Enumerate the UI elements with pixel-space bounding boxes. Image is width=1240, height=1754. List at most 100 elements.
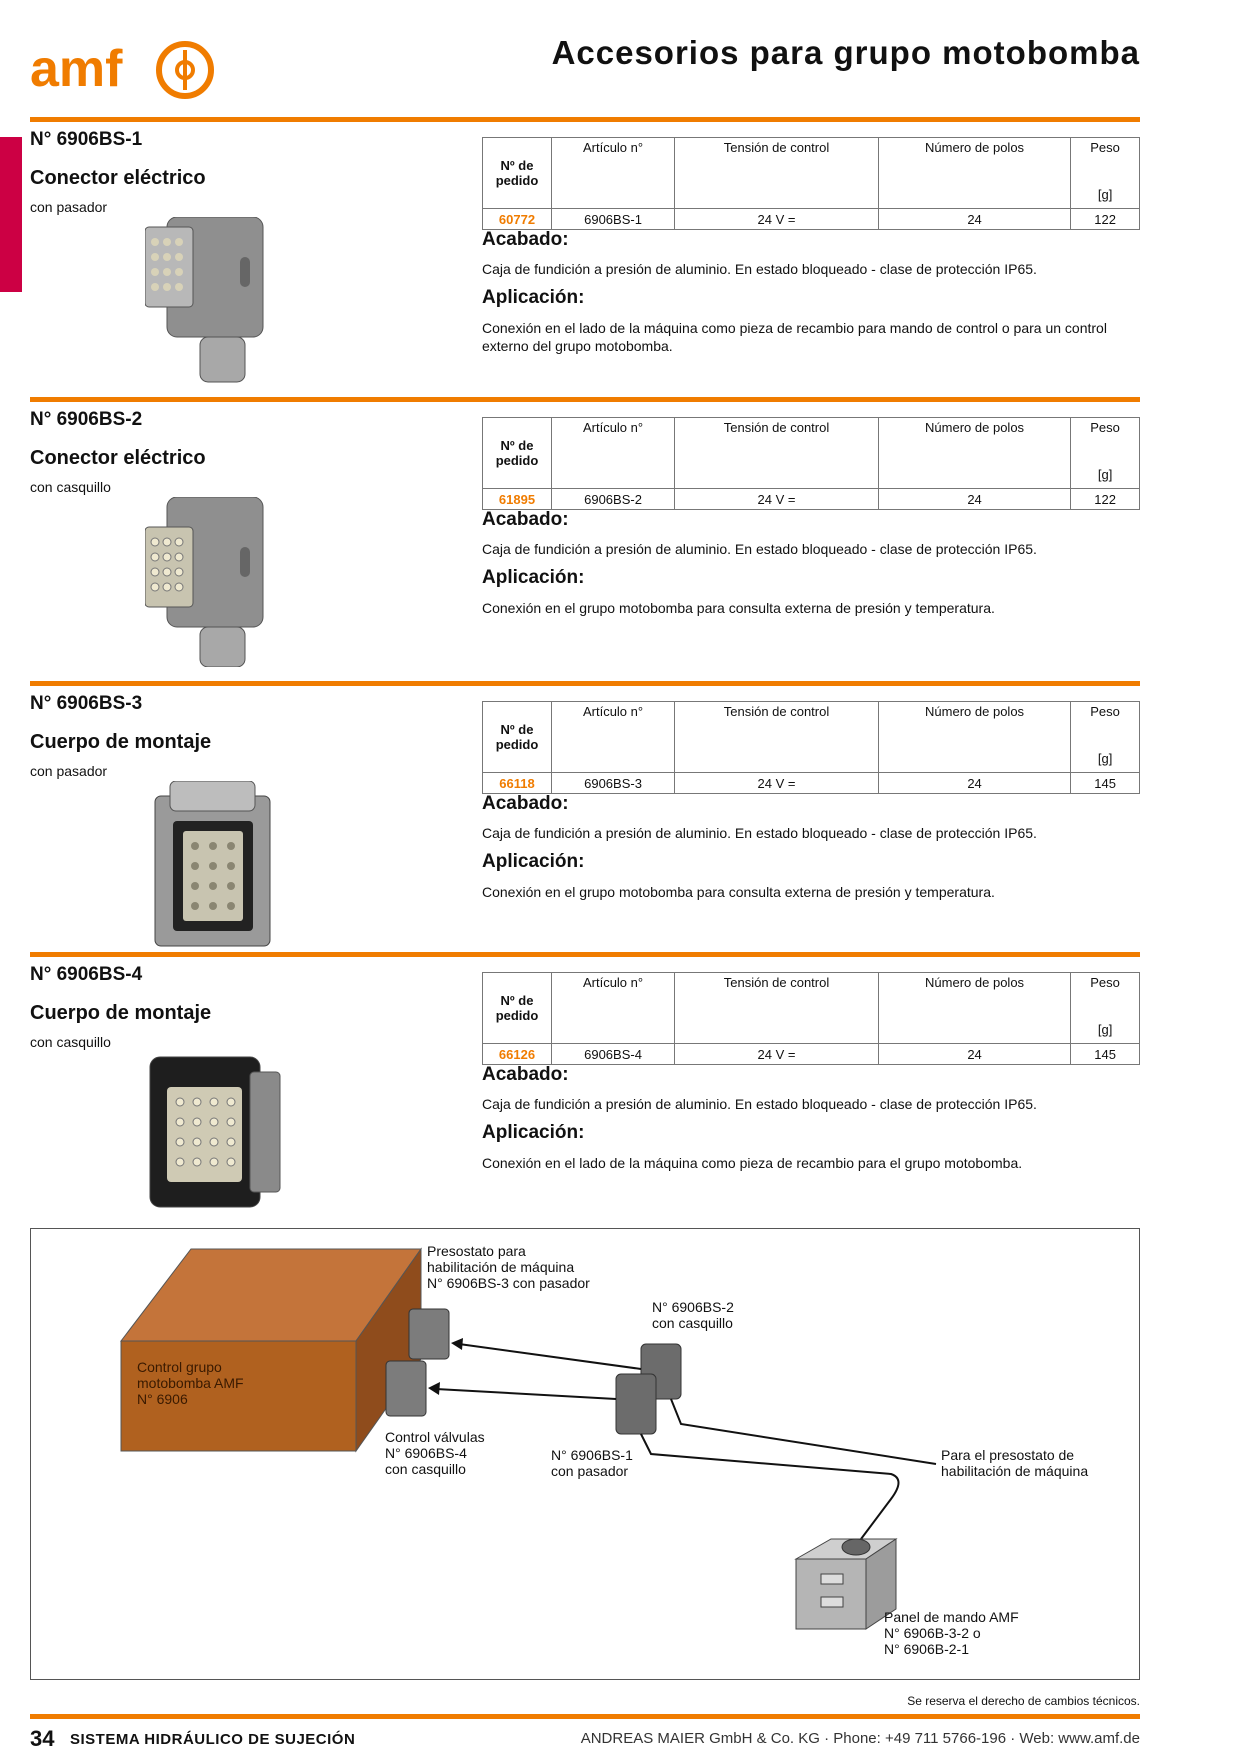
article-number: 6906BS-2 [550,488,676,510]
col-weight: Peso [g] [1070,137,1140,209]
col-article: Artículo n° [550,137,676,209]
side-tab-marker [0,137,22,292]
label-line: Control grupo [137,1359,222,1375]
col-order: Nº de pedido [482,137,552,209]
col-poles: Número de polos [877,701,1072,773]
product-number: N° 6906BS-4 [30,964,143,985]
product-number: N° 6906BS-2 [30,409,143,430]
finish-text: Caja de fundición a presión de aluminio.… [482,261,1037,277]
label-line: Panel de mando AMF [884,1609,1019,1625]
spec-table: Nº de pedido Artículo n° Tensión de cont… [482,137,1140,230]
product-title: Cuerpo de montaje [30,731,212,753]
spec-table: Nº de pedido Artículo n° Tensión de cont… [482,417,1140,510]
label-line: con pasador [551,1463,629,1479]
weight-unit: [g] [1097,467,1113,482]
label-line: N° 6906BS-3 con pasador [427,1275,590,1291]
weight-value: 145 [1070,772,1140,794]
col-article: Artículo n° [550,701,676,773]
col-voltage: Tensión de control [674,137,879,209]
pole-count: 24 [877,488,1072,510]
product-subtitle: con casquillo [30,1034,111,1050]
col-order: Nº de pedido [482,972,552,1044]
weight-unit: [g] [1097,187,1113,202]
article-number: 6906BS-4 [550,1043,676,1065]
order-number: 66118 [482,772,552,794]
product-title: Conector eléctrico [30,447,206,469]
page-number: 34 [30,1726,55,1751]
product-number: N° 6906BS-3 [30,693,143,714]
weight-unit: [g] [1097,1022,1113,1037]
label-line: habilitación de máquina [427,1259,575,1275]
label-control-grupo: Control grupo motobomba AMF N° 6906 [137,1359,244,1407]
spec-table: Nº de pedido Artículo n° Tensión de cont… [482,972,1140,1065]
table-header-row: Nº de pedido Artículo n° Tensión de cont… [482,701,1140,773]
mounting-housing-socket-image [149,1056,281,1208]
article-number: 6906BS-3 [550,772,676,794]
connector-socket-image [145,497,264,667]
section-divider [30,681,1140,686]
finish-text: Caja de fundición a presión de aluminio.… [482,541,1037,557]
bottom-divider [30,1714,1140,1719]
weight-value: 122 [1070,208,1140,230]
col-poles: Número de polos [877,137,1072,209]
label-panel-mando: Panel de mando AMF N° 6906B-3-2 o N° 690… [884,1609,1019,1657]
product-title: Cuerpo de montaje [30,1002,212,1024]
weight-unit: [g] [1097,751,1113,766]
label-line: N° 6906B-2-1 [884,1641,969,1657]
col-poles: Número de polos [877,417,1072,489]
col-weight: Peso [g] [1070,701,1140,773]
col-voltage: Tensión de control [674,701,879,773]
label-line: con casquillo [385,1461,466,1477]
label-line: Control válvulas [385,1429,485,1445]
finish-text: Caja de fundición a presión de aluminio.… [482,1096,1037,1112]
logo-text: amf [30,40,123,98]
application-heading: Aplicación: [482,287,585,308]
mounting-housing-pin-image [154,781,271,947]
page-title: Accesorios para grupo motobomba [551,34,1140,71]
application-text: Conexión en el grupo motobomba para cons… [482,884,995,900]
product-section-6906bs-3: N° 6906BS-3 Cuerpo de montaje con pasado… [30,681,1140,947]
label-line: habilitación de máquina [941,1463,1089,1479]
table-row: 66118 6906BS-3 24 V = 24 145 [482,772,1140,794]
product-section-6906bs-4: N° 6906BS-4 Cuerpo de montaje con casqui… [30,952,1140,1212]
label-line: N° 6906BS-1 [551,1447,633,1463]
col-voltage: Tensión de control [674,417,879,489]
application-text: Conexión en el lado de la máquina como p… [482,1155,1023,1171]
application-heading: Aplicación: [482,1122,585,1143]
order-number: 66126 [482,1043,552,1065]
finish-heading: Acabado: [482,509,569,530]
weight-label: Peso [1090,420,1120,435]
finish-heading: Acabado: [482,793,569,814]
product-title: Conector eléctrico [30,167,206,189]
control-voltage: 24 V = [674,772,879,794]
weight-label: Peso [1090,704,1120,719]
pole-count: 24 [877,1043,1072,1065]
col-poles: Número de polos [877,972,1072,1044]
table-header-row: Nº de pedido Artículo n° Tensión de cont… [482,972,1140,1044]
label-presostato: Presostato para habilitación de máquina … [427,1243,590,1291]
col-weight: Peso[g] [1070,972,1140,1044]
article-number: 6906BS-1 [550,208,676,230]
amf-logo: amf [30,40,220,100]
col-order: Nº de pedido [482,701,552,773]
label-para-presostato: Para el presostato de habilitación de má… [941,1447,1088,1479]
footer-note: Se reserva el derecho de cambios técnico… [907,1694,1140,1708]
weight-label: Peso [1090,140,1120,155]
finish-heading: Acabado: [482,1064,569,1085]
label-line: Para el presostato de [941,1447,1075,1463]
label-6906bs-1: N° 6906BS-1 con pasador [551,1447,633,1479]
product-subtitle: con pasador [30,763,108,779]
col-weight: Peso [g] [1070,417,1140,489]
label-line: motobomba AMF [137,1375,244,1391]
application-text: Conexión en el lado de la máquina como p… [482,320,1107,354]
table-header-row: Nº de pedido Artículo n° Tensión de cont… [482,137,1140,209]
control-voltage: 24 V = [674,1043,879,1065]
diagram-drawing [119,1247,937,1630]
finish-text: Caja de fundición a presión de aluminio.… [482,825,1037,841]
label-6906bs-2: N° 6906BS-2 con casquillo [652,1299,734,1331]
section-divider [30,397,1140,402]
label-line: con casquillo [652,1315,733,1331]
label-line: N° 6906BS-2 [652,1299,734,1315]
label-line: N° 6906 [137,1391,188,1407]
connection-diagram: Presostato para habilitación de máquina … [30,1228,1140,1680]
